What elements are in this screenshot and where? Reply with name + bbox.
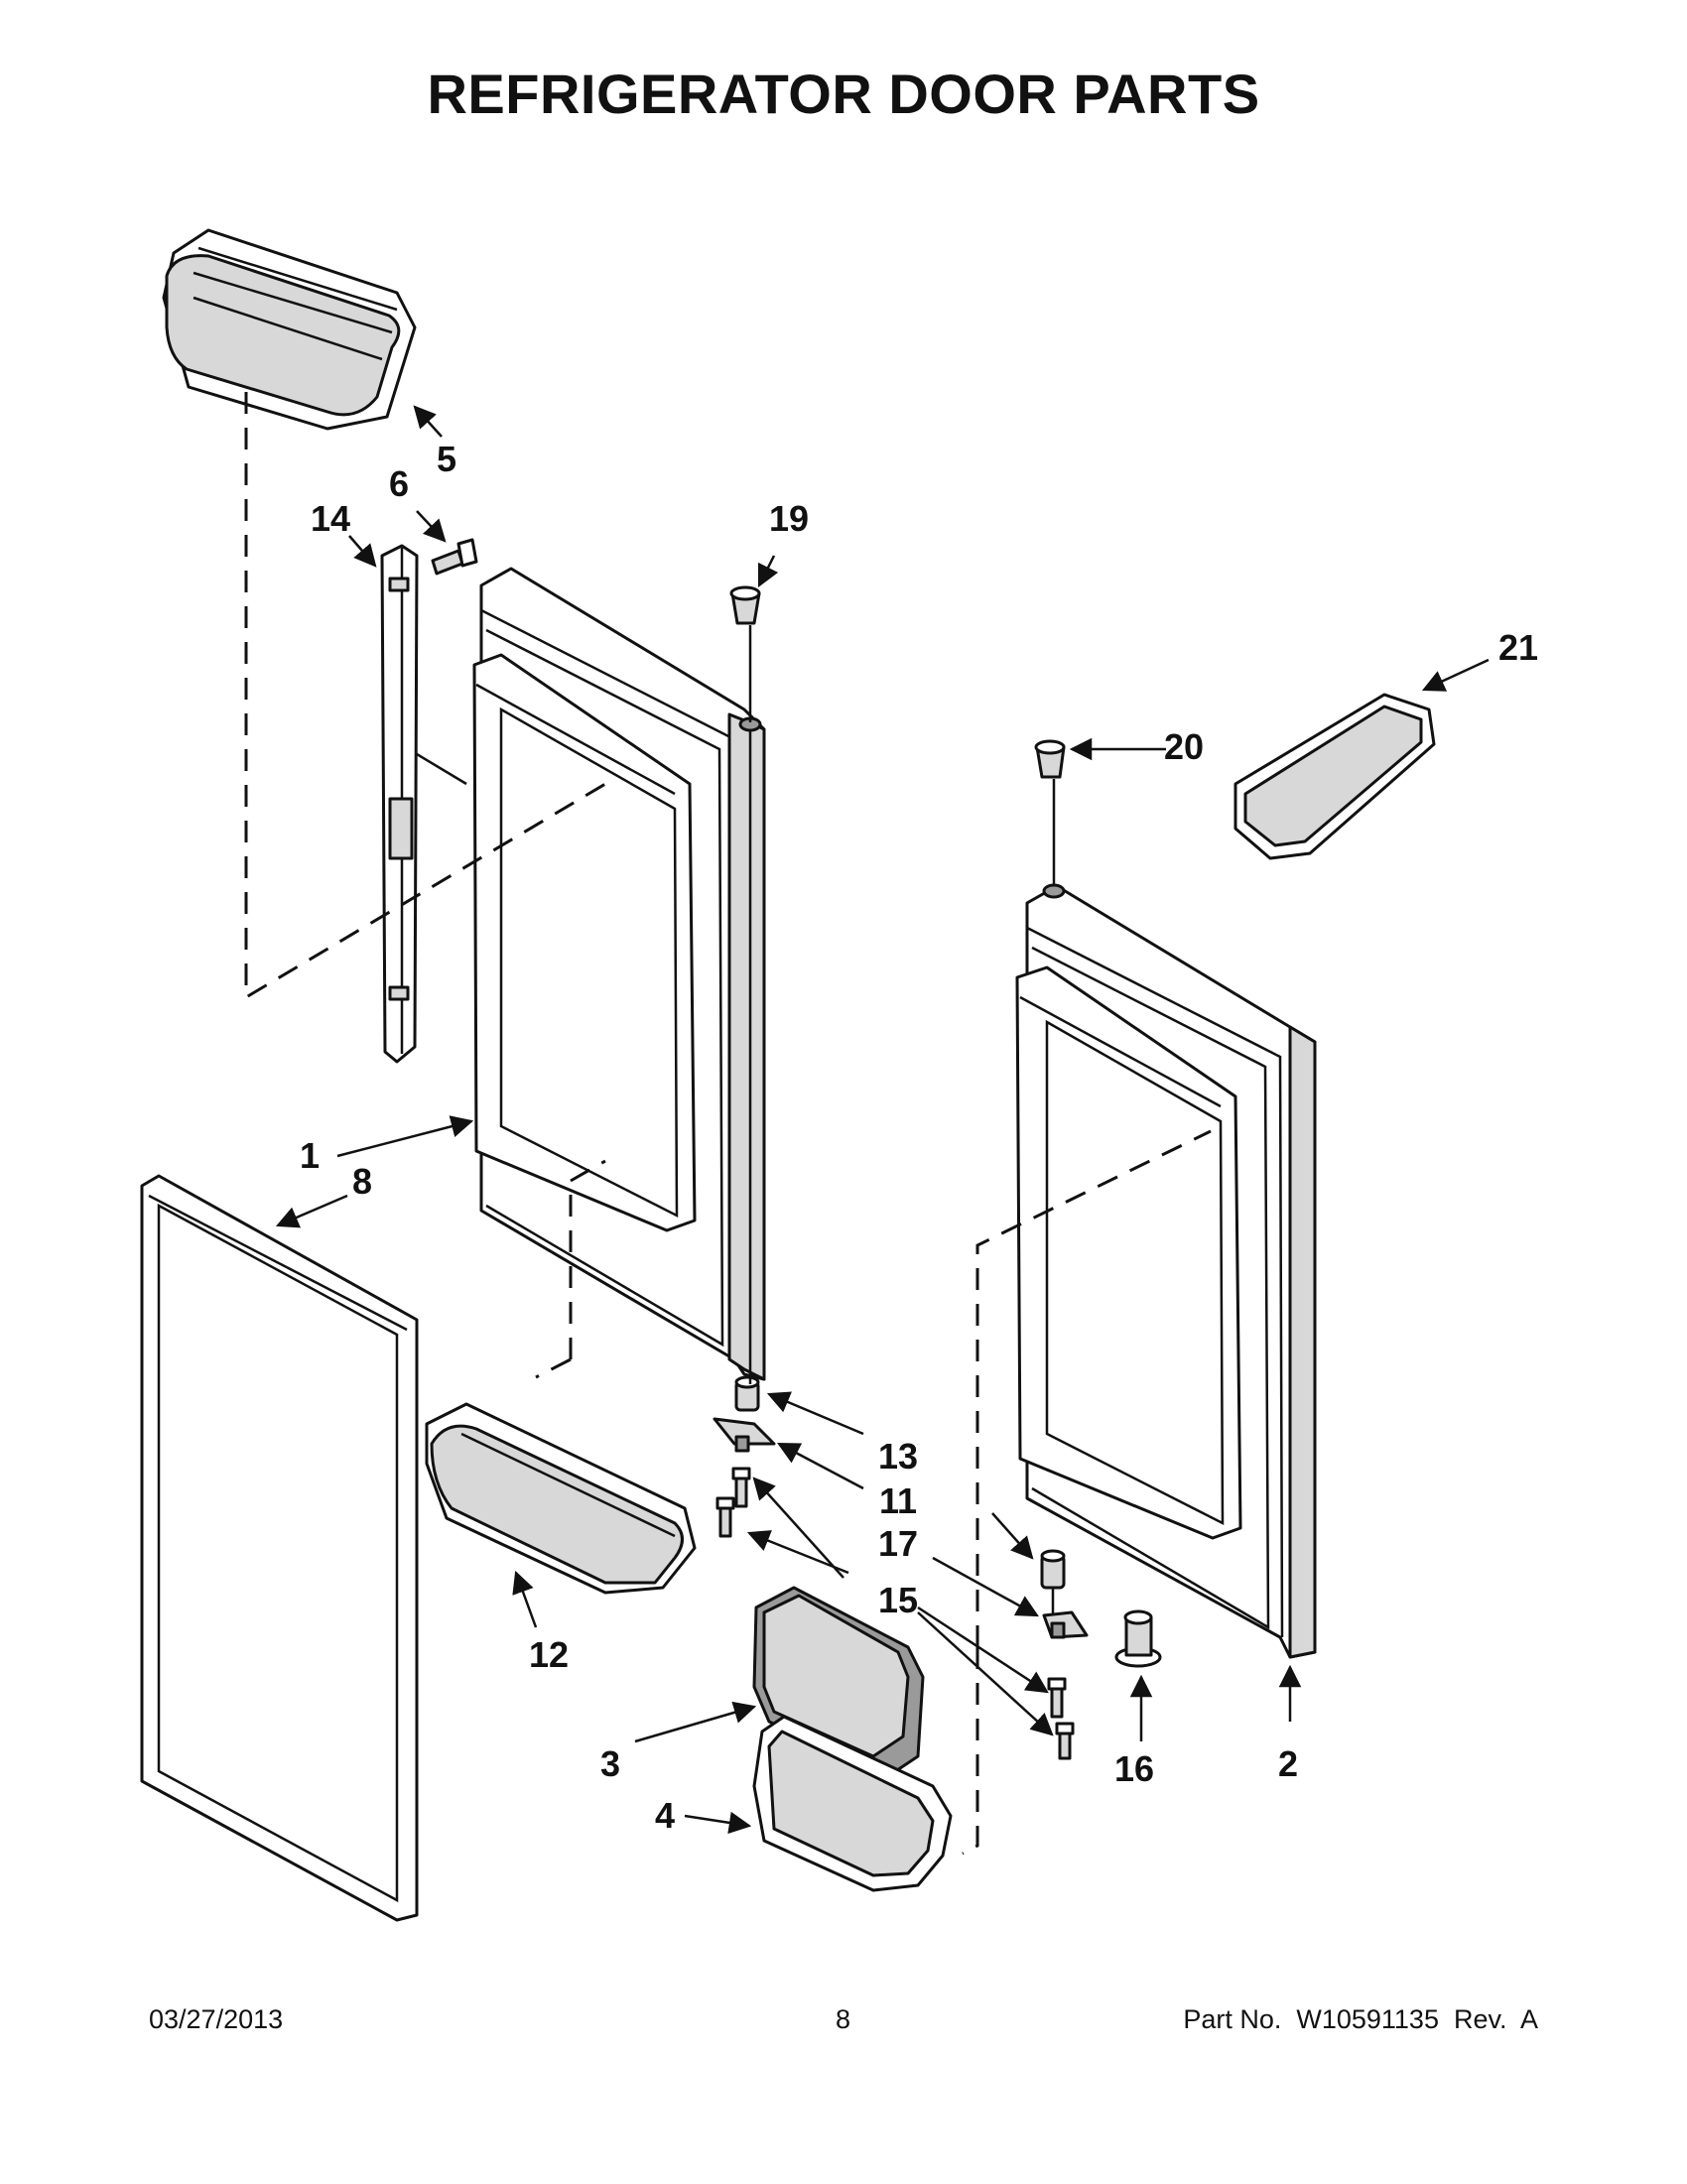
callout-19: 19 bbox=[769, 498, 809, 539]
part-11-hinge-pin bbox=[1040, 1549, 1066, 1590]
part-14-door-trim bbox=[380, 544, 419, 1064]
callout-6: 6 bbox=[389, 463, 409, 504]
alignment-lines bbox=[244, 392, 1212, 1856]
callout-3: 3 bbox=[600, 1743, 620, 1784]
part-4-tray bbox=[752, 1715, 953, 1892]
part-5-door-bin-upper bbox=[162, 228, 417, 431]
part-13-hinge-bushing bbox=[734, 1375, 760, 1412]
callout-14: 14 bbox=[311, 498, 350, 539]
callout-4: 4 bbox=[655, 1795, 675, 1836]
callout-15: 15 bbox=[878, 1580, 918, 1620]
part-15-screws-right bbox=[1047, 1677, 1075, 1760]
footer-date: 03/27/2013 bbox=[149, 2004, 284, 2034]
part-15-screws-left bbox=[715, 1467, 751, 1538]
callout-21: 21 bbox=[1498, 627, 1538, 668]
part-20-hinge-cap bbox=[1034, 739, 1066, 779]
footer-part-number: Part No. W10591135 Rev. A bbox=[1183, 2004, 1538, 2034]
part-1-left-door bbox=[472, 567, 766, 1381]
part-8-door-gasket bbox=[140, 1174, 419, 1922]
callout-8: 8 bbox=[352, 1161, 372, 1202]
callout-16: 16 bbox=[1114, 1748, 1154, 1789]
part-16-hinge-cam bbox=[1114, 1609, 1162, 1668]
callout-2: 2 bbox=[1278, 1743, 1298, 1784]
part-21-small-bin bbox=[1233, 693, 1436, 860]
callout-1: 1 bbox=[300, 1135, 320, 1176]
callout-20: 20 bbox=[1164, 726, 1204, 767]
callout-12: 12 bbox=[529, 1634, 569, 1675]
callout-arrows bbox=[275, 405, 1490, 1835]
page-title: REFRIGERATOR DOOR PARTS bbox=[427, 63, 1260, 125]
part-12-door-bin-lower bbox=[425, 1402, 697, 1595]
callout-11: 11 bbox=[879, 1480, 917, 1521]
part-19-hinge-cap bbox=[729, 585, 761, 625]
part-17-hinge-bracket-right bbox=[1042, 1610, 1089, 1639]
footer-page-number: 8 bbox=[836, 2004, 851, 2034]
part-6-screw bbox=[431, 538, 478, 576]
callout-5: 5 bbox=[437, 439, 456, 479]
callout-17: 17 bbox=[878, 1523, 918, 1564]
callout-13: 13 bbox=[878, 1436, 918, 1477]
callout-labels: 5 6 14 19 21 20 1 8 13 11 17 15 12 3 4 1… bbox=[300, 439, 1538, 1836]
part-2-right-door bbox=[1015, 883, 1317, 1659]
part-17-hinge-bracket bbox=[713, 1417, 776, 1453]
